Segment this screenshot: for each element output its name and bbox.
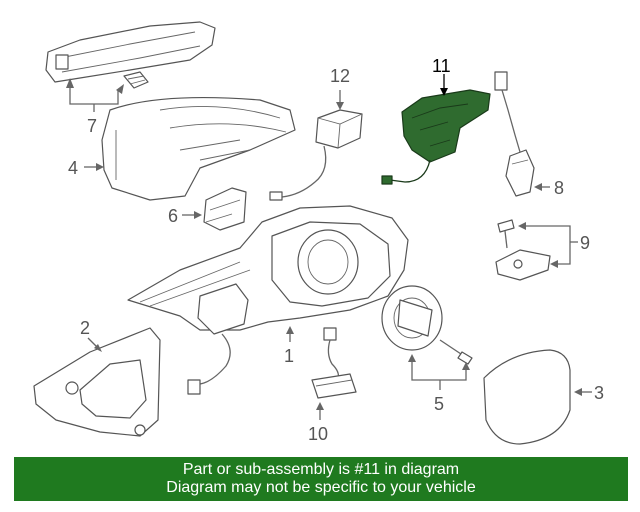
parts-diagram: 7 4 12 11 8 6: [33, 21, 604, 445]
part-9-fasteners: [495, 219, 551, 281]
part-4-mirror-cover: [101, 96, 296, 201]
callout-2: 2: [80, 318, 90, 338]
part-6-bracket: [203, 187, 247, 231]
callout-1: 1: [284, 346, 294, 366]
part-5-actuator: [381, 285, 473, 365]
callout-11: 11: [432, 56, 451, 76]
callout-7-leader: [66, 78, 124, 112]
part-2-inner-cover: [33, 327, 161, 437]
banner-line-2: Diagram may not be specific to your vehi…: [166, 479, 476, 496]
part-11-blind-spot-module: [381, 89, 491, 185]
callout-10: 10: [308, 424, 328, 444]
part-3-mirror-glass: [483, 349, 571, 445]
callout-8: 8: [554, 178, 564, 198]
part-1-mirror-housing: [127, 205, 409, 395]
part-10-connector: [311, 327, 357, 399]
callout-5: 5: [434, 394, 444, 414]
banner-line-1: Part or sub-assembly is #11 in diagram: [182, 461, 460, 478]
part-8-sensor: [494, 71, 535, 197]
part-7-turn-signal: [45, 21, 216, 89]
info-banner: Part or sub-assembly is #11 in diagram D…: [14, 457, 628, 501]
callout-9: 9: [580, 233, 590, 253]
part-12-module: [269, 109, 363, 201]
callout-6: 6: [168, 206, 178, 226]
callout-7: 7: [87, 116, 97, 136]
callout-12: 12: [330, 66, 350, 86]
callout-3: 3: [594, 383, 604, 403]
callout-4: 4: [68, 158, 78, 178]
